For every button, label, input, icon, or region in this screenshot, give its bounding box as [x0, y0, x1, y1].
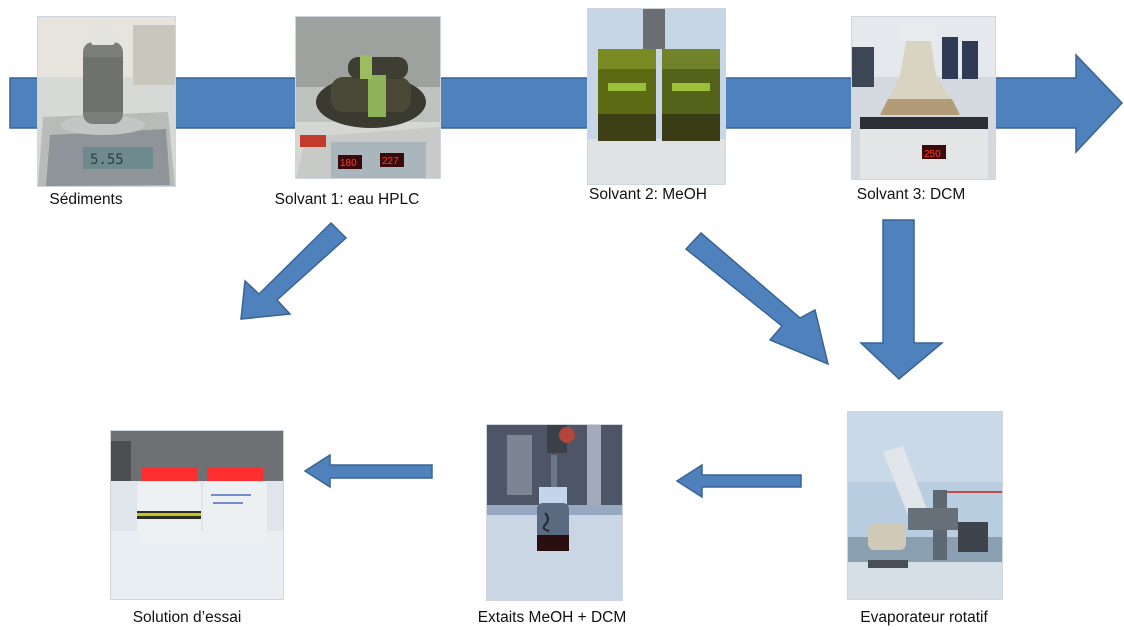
svg-text:180: 180 — [340, 158, 357, 169]
svg-text:227: 227 — [382, 156, 399, 167]
svg-text:250: 250 — [924, 149, 941, 160]
arrow-extracts-solution — [303, 453, 433, 489]
extracts-photo — [486, 424, 623, 601]
arrow-solvent3-evaporator — [859, 219, 945, 381]
evaporator-photo — [847, 411, 1003, 600]
caption-solvent3: Solvant 3: DCM — [856, 186, 966, 203]
solvent1-photo: 180 227 — [295, 16, 441, 179]
green-extract-jars-icon — [588, 9, 725, 184]
caption-solvent1: Solvant 1: eau HPLC — [274, 191, 420, 208]
main-flow-arrow — [9, 53, 1124, 154]
jars-on-shaker-icon: 180 227 — [296, 17, 440, 178]
test-solution-photo — [110, 430, 284, 600]
sediment-bottle-on-scale-icon: 5.55 — [38, 17, 175, 186]
arrow-solvent1-discard — [240, 221, 348, 320]
extract-vial-icon — [487, 425, 622, 600]
arrow-evaporator-extracts — [675, 463, 802, 499]
solvent2-photo — [587, 8, 726, 185]
caption-extracts: Extaits MeOH + DCM — [477, 609, 627, 626]
solvent3-photo: 250 — [851, 16, 996, 180]
arrow-solvent2-evaporator — [684, 231, 830, 366]
rotary-evaporator-icon — [848, 412, 1002, 599]
caption-solvent2: Solvant 2: MeOH — [588, 186, 708, 203]
sediments-photo: 5.55 — [37, 16, 176, 187]
caption-evaporator: Evaporateur rotatif — [860, 609, 988, 626]
caption-test-solution: Solution d’essai — [132, 609, 242, 626]
flask-on-stirrer-icon: 250 — [852, 17, 995, 179]
svg-text:5.55: 5.55 — [90, 152, 124, 168]
test-solution-bottles-icon — [111, 431, 283, 599]
caption-sediments: Sédiments — [49, 191, 123, 208]
